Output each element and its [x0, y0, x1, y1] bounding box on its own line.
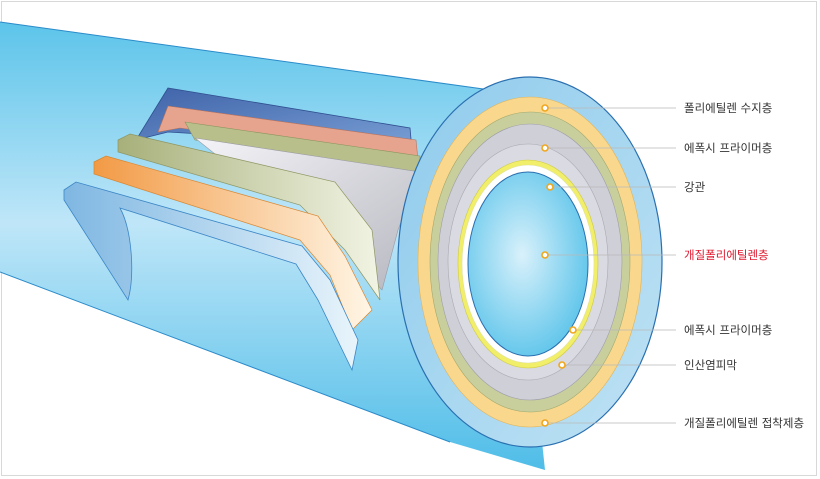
marker-dot-epoxy-inner: [569, 326, 577, 334]
marker-dot-outer-pe: [541, 104, 549, 112]
label-inner-pe: 개질폴리에틸렌층: [684, 248, 769, 262]
pipe-end-face: [397, 76, 663, 448]
label-outer-pe: 폴리에틸렌 수지층: [684, 101, 773, 115]
marker-dot-adhesive: [541, 419, 549, 427]
marker-dots: [541, 104, 577, 427]
marker-dot-steel: [546, 183, 554, 191]
marker-dot-phosphate: [558, 361, 566, 369]
label-steel: 강관: [684, 180, 706, 194]
label-epoxy-outer: 에폭시 프라이머층: [684, 141, 773, 155]
label-phosphate: 인산염피막: [684, 358, 737, 372]
outer-pe-flap: [63, 181, 359, 372]
label-epoxy-inner: 에폭시 프라이머층: [684, 323, 773, 337]
marker-dot-epoxy-outer: [541, 144, 549, 152]
olive-layer-flap: [117, 133, 381, 301]
outer-pipe-bottom-edge: [0, 271, 451, 443]
marker-dot-inner-pe: [541, 251, 549, 259]
label-adhesive: 개질폴리에틸렌 접착제층: [684, 416, 805, 430]
ring-inner-pe-bore: [467, 171, 589, 357]
orange-layer-flap: [93, 155, 373, 331]
leader-lines: [545, 107, 676, 424]
outer-pipe-top-edge: [0, 21, 506, 93]
